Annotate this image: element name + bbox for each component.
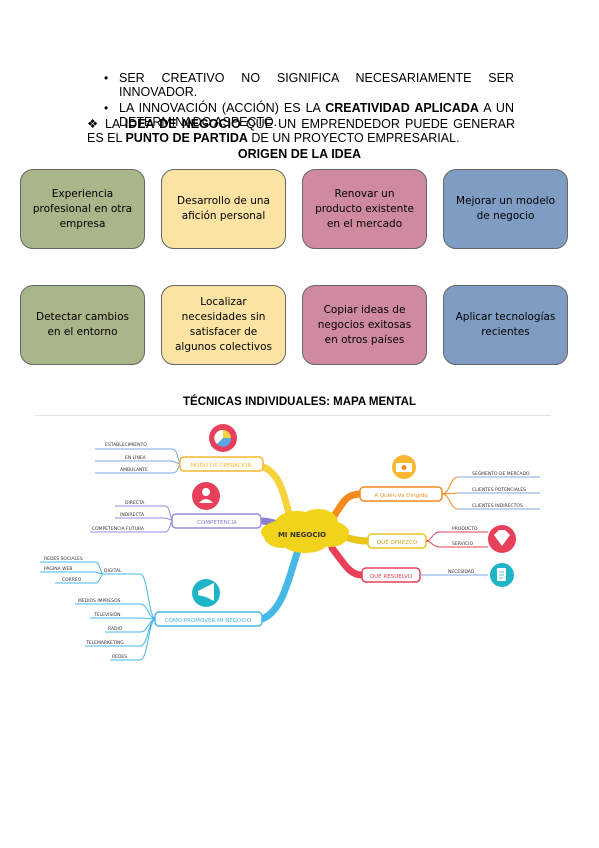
idea-card: Localizar necesidades sin satisfacer de … [161, 285, 286, 365]
svg-text:COMPETENCIA FUTURA: COMPETENCIA FUTURA [92, 526, 145, 532]
svg-text:DIRECTA: DIRECTA [125, 500, 145, 506]
svg-text:QUÉ OFREZCO: QUÉ OFREZCO [377, 538, 418, 546]
svg-text:NECESIDAD: NECESIDAD [448, 569, 475, 575]
mind-map: MI NEGOCIO MODO DE OPERACIÓN ESTABLECIMI… [40, 424, 540, 661]
svg-text:INDIRECTA: INDIRECTA [120, 512, 145, 518]
svg-text:CORREO: CORREO [62, 577, 82, 583]
svg-text:SERVICIO: SERVICIO [452, 541, 473, 547]
topic-que-resuelvo: QUÉ RESUELVO NECESIDAD [361, 563, 514, 587]
topic-como-promover: CÓMO PROMOVER MI NEGOCIO REDES SOCIALES … [40, 556, 263, 661]
svg-text:QUÉ RESUELVO: QUÉ RESUELVO [370, 572, 413, 580]
svg-text:REDES: REDES [112, 654, 127, 660]
svg-text:MODO DE OPERACIÓN: MODO DE OPERACIÓN [190, 462, 251, 469]
svg-text:CLIENTES POTENCIALES: CLIENTES POTENCIALES [472, 487, 526, 493]
idea-card: Desarrollo de una afición personal [161, 169, 286, 249]
svg-text:PÁGINA WEB: PÁGINA WEB [44, 565, 73, 572]
svg-text:RADIO: RADIO [108, 626, 123, 632]
idea-card: Detectar cambios en el entorno [20, 285, 145, 365]
svg-text:CÓMO PROMOVER MI NEGOCIO: CÓMO PROMOVER MI NEGOCIO [165, 617, 252, 624]
bullet-item: LA INNOVACIÓN (ACCIÓN) ES LA CREATIVIDAD… [104, 101, 514, 129]
topic-a-quien-va-dirigido: A Quién Va Dirigido SEGMENTO DE MERCADO … [359, 455, 540, 510]
topic-modo-de-operacion: MODO DE OPERACIÓN ESTABLECIMIENTO EN LÍN… [95, 424, 264, 474]
center-node: MI NEGOCIO [261, 509, 349, 553]
svg-text:TELEVISIÓN: TELEVISIÓN [93, 611, 120, 618]
bullet-list: SER CREATIVO NO SIGNIFICA NECESARIAMENTE… [104, 71, 514, 131]
svg-text:MEDIOS IMPRESOS: MEDIOS IMPRESOS [78, 598, 121, 604]
bullet-item: SER CREATIVO NO SIGNIFICA NECESARIAMENTE… [104, 71, 514, 99]
topic-competencia: COMPETENCIA DIRECTA INDIRECTA COMPETENCI… [90, 482, 262, 533]
svg-text:CLIENTES INDIRECTOS: CLIENTES INDIRECTOS [472, 503, 523, 509]
branch-line [328, 544, 366, 579]
svg-text:TELEMARKETING: TELEMARKETING [85, 640, 124, 646]
topic-que-ofrezco: QUÉ OFREZCO PRODUCTO SERVICIO [367, 525, 516, 553]
svg-text:DIGITAL: DIGITAL [104, 568, 122, 574]
idea-card: Renovar un producto existente en el merc… [302, 169, 427, 249]
svg-text:AMBULANTE: AMBULANTE [120, 467, 148, 473]
business-idea-paragraph: ❖ LA IDEA DE NEGOCIO QUE UN EMPRENDEDOR … [87, 117, 515, 145]
svg-text:REDES SOCIALES: REDES SOCIALES [44, 556, 83, 562]
idea-card: Mejorar un modelo de negocio [443, 169, 568, 249]
branch-line [341, 533, 372, 545]
svg-text:SEGMENTO DE MERCADO: SEGMENTO DE MERCADO [472, 471, 530, 477]
mindmap-title: TÉCNICAS INDIVIDUALES: MAPA MENTAL [183, 396, 416, 408]
idea-card: Copiar ideas de negocios exitosas en otr… [302, 285, 427, 365]
svg-text:A Quién Va Dirigido: A Quién Va Dirigido [374, 492, 428, 499]
origin-title: ORIGEN DE LA IDEA [237, 147, 362, 161]
svg-text:PRODUCTO: PRODUCTO [452, 526, 478, 532]
divider [35, 415, 551, 416]
svg-text:ESTABLECIMIENTO: ESTABLECIMIENTO [105, 442, 147, 448]
svg-text:COMPETENCIA: COMPETENCIA [197, 520, 237, 526]
center-label: MI NEGOCIO [278, 531, 326, 539]
idea-card: Aplicar tecnologías recientes [443, 285, 568, 365]
idea-card: Experiencia profesional en otra empresa [20, 169, 145, 249]
branch-line [258, 541, 304, 623]
svg-text:EN LÍNEA: EN LÍNEA [125, 454, 147, 461]
